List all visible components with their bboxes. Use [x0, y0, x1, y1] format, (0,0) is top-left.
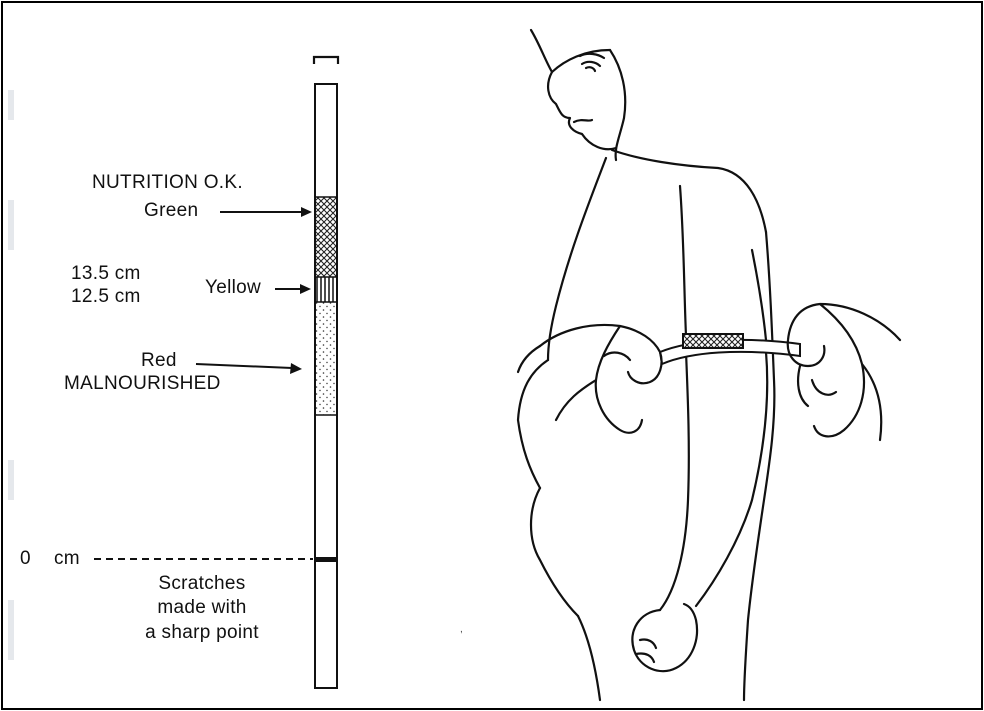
child-fist — [632, 604, 697, 671]
zero-scratch-mark — [316, 557, 336, 562]
red-arrow-head — [290, 363, 302, 374]
label-zero: 0 — [20, 548, 31, 570]
label-red: Red — [141, 350, 177, 372]
red-band — [316, 302, 336, 415]
child-arm-back — [752, 250, 766, 340]
label-nutrition-ok: NUTRITION O.K. — [92, 172, 243, 194]
strip-end-bracket — [314, 57, 338, 64]
label-125-cm: 12.5 cm — [71, 286, 141, 308]
child-leg — [578, 616, 600, 700]
child-eye — [582, 62, 600, 71]
child-illustration — [518, 30, 774, 700]
child-brow — [580, 54, 604, 58]
stray-mark: , — [460, 624, 463, 635]
left-hand — [540, 325, 662, 433]
child-belly — [531, 488, 578, 616]
child-shoulder — [612, 150, 766, 232]
yellow-band — [316, 277, 336, 302]
label-scratches-3: a sharp point — [132, 622, 272, 644]
yellow-arrow-head — [300, 284, 311, 294]
child-back-head — [610, 50, 625, 160]
examiner-hands — [518, 304, 900, 440]
child-arm-front — [680, 186, 686, 336]
child-body-left — [518, 360, 548, 488]
right-hand — [788, 304, 900, 440]
label-135-cm: 13.5 cm — [71, 263, 141, 285]
green-arrow-head — [301, 207, 312, 217]
child-mouth — [574, 120, 592, 122]
scan-marks — [8, 90, 14, 660]
label-cm: cm — [54, 548, 80, 570]
label-malnourished: MALNOURISHED — [64, 373, 221, 395]
child-chest — [548, 158, 606, 360]
label-green: Green — [144, 200, 198, 222]
tape-band-visible — [683, 334, 743, 348]
child-forearm — [660, 352, 689, 610]
label-scratches-2: made with — [132, 597, 272, 619]
muac-strip — [314, 57, 338, 688]
green-band — [316, 197, 336, 277]
label-yellow: Yellow — [205, 277, 261, 299]
right-fingers — [798, 366, 836, 406]
tape-on-arm — [660, 334, 800, 364]
child-forearm-back — [696, 352, 767, 606]
child-face — [548, 72, 616, 149]
label-scratches-1: Scratches — [132, 573, 272, 595]
